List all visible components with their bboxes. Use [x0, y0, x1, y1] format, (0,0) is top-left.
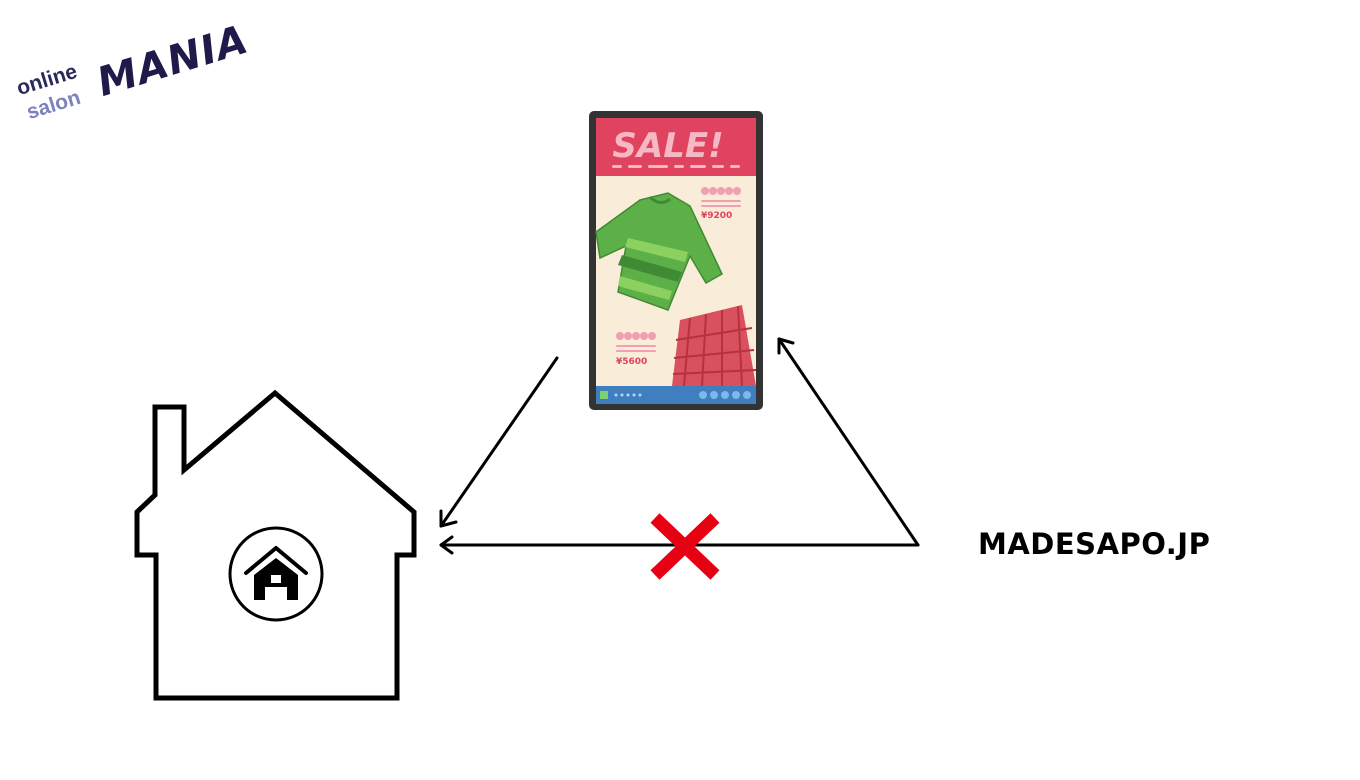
site-label: MADESAPO.JP — [978, 527, 1211, 561]
sale-banner-text: SALE! — [612, 126, 723, 166]
smartphone: SALE! — [589, 111, 763, 410]
skirt-image — [672, 305, 757, 387]
house-outline — [134, 389, 417, 701]
phone-bottom-bar-dots — [600, 391, 751, 399]
house — [134, 389, 417, 701]
arrow-phone-to-house — [439, 356, 559, 528]
banner-dots — [612, 165, 740, 168]
cross-mark-icon — [650, 513, 720, 580]
sweater-image — [595, 192, 723, 311]
price-tag-bottom: ¥5600 — [616, 332, 656, 367]
price-top-text: ¥9200 — [701, 211, 732, 221]
home-icon — [244, 546, 308, 600]
price-bottom-text: ¥5600 — [616, 357, 647, 367]
phone-bottom-bar — [596, 386, 756, 404]
price-tag-top: ¥9200 — [701, 187, 741, 221]
arrow-site-to-phone — [777, 337, 920, 547]
